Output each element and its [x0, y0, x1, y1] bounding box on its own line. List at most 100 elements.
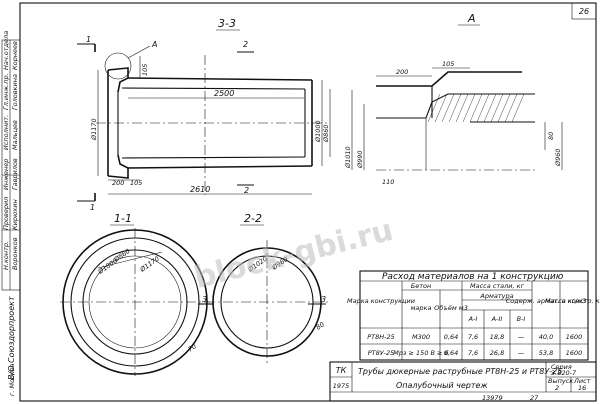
section-2-2-rings — [205, 240, 330, 364]
view-a-label: A — [467, 12, 476, 25]
tb-year: 1975 — [333, 382, 350, 390]
tb-number: 13979 — [482, 394, 503, 402]
dim-d860: Ø860 — [322, 124, 330, 143]
table-cell-content: 53,8 — [539, 349, 553, 357]
table-cell-b1: — — [518, 333, 525, 341]
hatch-line — [434, 93, 448, 123]
section-1-1-label: 1-1 — [114, 212, 132, 225]
dim-2500: 2500 — [214, 89, 234, 98]
table-cell-grade: М300 — [412, 333, 430, 341]
materials-table — [359, 270, 589, 361]
tb-sheet-label: Лист — [573, 377, 591, 385]
tb-code: ТК — [336, 366, 347, 375]
th-mass: Масса констр. кг — [545, 297, 600, 305]
pipe-longitudinal-section — [96, 45, 330, 195]
hatch-line — [455, 93, 469, 123]
page-number: 26 — [579, 7, 589, 16]
dim-110: 110 — [382, 178, 394, 186]
callout-a-label: A — [151, 40, 157, 49]
stamp-role: Инженер — [2, 159, 10, 190]
dim-d1170: Ø1170 — [90, 118, 98, 141]
table-cell-a1: 7,6 — [468, 349, 478, 357]
table-cell-a1: 7,6 — [468, 333, 478, 341]
section-1-1-rings — [60, 228, 210, 376]
dim-105-bottom: 105 — [130, 179, 142, 187]
cut-mark-1-bottom: 1 — [90, 203, 95, 212]
tb-title: Трубы дюкерные раструбные РТ8Н-25 и РТ8У… — [358, 367, 562, 376]
hatch-line — [511, 93, 525, 123]
th-b1: В-I — [517, 315, 526, 323]
dim-80-detail: 80 — [547, 132, 555, 140]
tb-sheet: 16 — [578, 384, 586, 392]
tb-page: 27 — [530, 394, 539, 402]
table-title: Расход материалов на 1 конструкцию — [382, 272, 564, 282]
th-content: Содерж. армат. в кг/м3 — [506, 297, 587, 305]
hatch-line — [476, 93, 490, 123]
hatch-line — [504, 93, 518, 123]
table-cell-b1: — — [518, 349, 525, 357]
stamp-name: Корнеев — [11, 41, 19, 70]
dim-d1010: Ø1010 — [344, 146, 352, 169]
dim-105-top: 105 — [141, 64, 149, 76]
dim-c80: 80 — [315, 320, 326, 331]
tb-subtitle: Опалубочный чертеж — [396, 381, 488, 390]
th-rebar: Арматура — [479, 292, 513, 300]
stamp-name: Кирюхин — [11, 199, 19, 230]
table-cell-a2: 26,8 — [490, 349, 504, 357]
cut-mark-2-bottom: 2 — [244, 186, 249, 195]
dim-d960: Ø960 — [554, 148, 562, 167]
table-cell-a2: 18,8 — [490, 333, 504, 341]
dim-2610: 2610 — [190, 185, 210, 194]
stamp-role: Исполнит. — [2, 115, 10, 150]
dim-c70: 70 — [187, 342, 198, 353]
cut-mark-3-right: 3 — [321, 295, 326, 304]
section-2-2-label: 2-2 — [244, 212, 262, 225]
th-volume: Объём м3 — [434, 304, 468, 312]
dim-200-bottom: 200 — [112, 179, 124, 187]
tb-issue-label: Выпуск — [548, 377, 573, 385]
stamp-org: В/О Союздорпроект — [7, 296, 16, 380]
stamp-role: Гл.инж.пр. — [2, 73, 10, 110]
cut-mark-3-left: 3 — [202, 295, 207, 304]
stamp-city: г. Москва — [8, 364, 16, 396]
tb-series-label: Серия — [551, 363, 572, 371]
table-cell-mass: 1600 — [566, 333, 583, 341]
stamp-role: Н.контр. — [2, 241, 10, 270]
table-cell-brand: РТ8Н-25 — [367, 333, 395, 341]
th-a2: А-II — [491, 315, 503, 323]
section-3-3-label: 3-3 — [218, 17, 236, 30]
table-cell-mass: 1600 — [566, 349, 583, 357]
hatch-line — [497, 93, 511, 123]
th-concrete: Бетон — [411, 282, 431, 290]
dim-c1170: Ø1170 — [138, 255, 161, 275]
watermark: block-gbi.ru — [191, 213, 397, 296]
table-cell-brand: РТ8У-25 — [368, 349, 395, 357]
dim-d1000: Ø1000 — [314, 120, 322, 143]
dim-c860: Ø860 — [112, 247, 132, 264]
tb-issue: 2 — [555, 384, 559, 392]
socket-detail — [376, 71, 535, 171]
th-a1: А-I — [468, 315, 478, 323]
dim-d990: Ø990 — [356, 150, 364, 169]
th-grade: марка — [411, 304, 432, 312]
table-cell-content: 40,0 — [539, 333, 553, 341]
hatch-line — [448, 93, 462, 123]
hatch-line — [427, 93, 441, 123]
hatch-line — [483, 93, 497, 123]
page-number-box — [571, 2, 597, 20]
hatch-line — [441, 93, 455, 123]
stamp-name: Головкина — [11, 74, 19, 110]
dim-105-detail: 105 — [442, 60, 454, 68]
hatch-line — [462, 93, 476, 123]
stamp-name: Гаврилов — [11, 158, 19, 190]
title-block — [329, 361, 597, 402]
dim-200-detail: 200 — [396, 68, 408, 76]
stamp-role: Проверил — [2, 197, 10, 230]
table-cell-volume: 0,64 — [444, 349, 458, 357]
sheet-frame — [19, 2, 597, 402]
th-steel: Масса стали, кг — [470, 282, 525, 290]
hatch-line — [490, 93, 504, 123]
hatch-line — [469, 93, 483, 123]
